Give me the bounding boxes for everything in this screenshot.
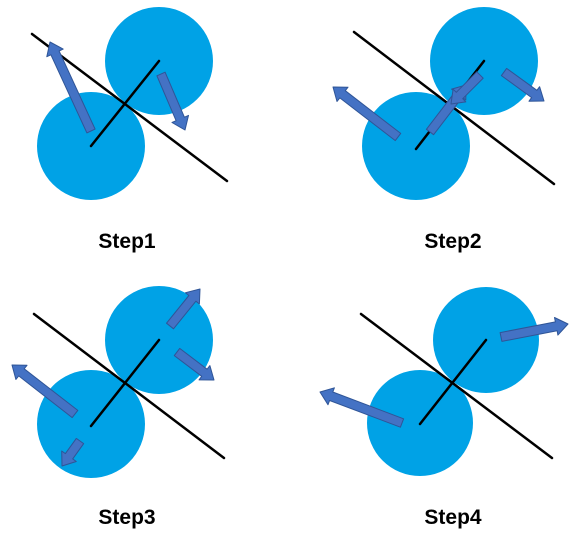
tangent-line <box>32 312 226 460</box>
step-label: Step3 <box>98 506 155 529</box>
velocity-arrow-lower-tangential <box>11 364 79 419</box>
arrow-shape <box>499 317 569 342</box>
velocity-arrow-lower <box>46 41 96 134</box>
arrow-shape <box>450 71 484 105</box>
arrow-shape <box>173 347 215 381</box>
panel-step3: Step3 <box>11 286 226 529</box>
center-line <box>89 59 161 148</box>
velocity-arrow-lower-tangential <box>332 86 402 142</box>
velocity-arrow-lower-normal <box>61 437 85 467</box>
step-label: Step1 <box>98 230 156 253</box>
arrow-shape <box>500 67 545 102</box>
step-label: Step2 <box>424 230 481 253</box>
arrow-shape <box>332 86 402 142</box>
velocity-arrow-upper-normal <box>166 288 201 330</box>
panel-step2: Step2 <box>332 7 556 253</box>
panel-step1: Step1 <box>30 7 229 253</box>
arrow-shape <box>319 387 405 428</box>
velocity-arrow-upper-tangential <box>173 347 215 381</box>
velocity-arrow-upper <box>156 71 189 131</box>
tangent-line <box>359 312 554 460</box>
arrow-shape <box>61 437 85 467</box>
arrow-shape <box>11 364 79 419</box>
tangent-line <box>30 32 229 183</box>
center-line <box>89 338 161 428</box>
velocity-arrow-lower <box>319 387 405 428</box>
velocity-arrow-upper <box>499 317 569 342</box>
arrow-shape <box>46 41 96 134</box>
velocity-arrow-upper-normal <box>450 71 484 105</box>
center-line <box>418 338 488 426</box>
step-label: Step4 <box>424 506 482 529</box>
arrow-shape <box>166 288 201 330</box>
panel-step4: Step4 <box>319 287 569 529</box>
arrow-shape <box>156 71 189 131</box>
velocity-arrow-upper-tangential <box>500 67 545 102</box>
